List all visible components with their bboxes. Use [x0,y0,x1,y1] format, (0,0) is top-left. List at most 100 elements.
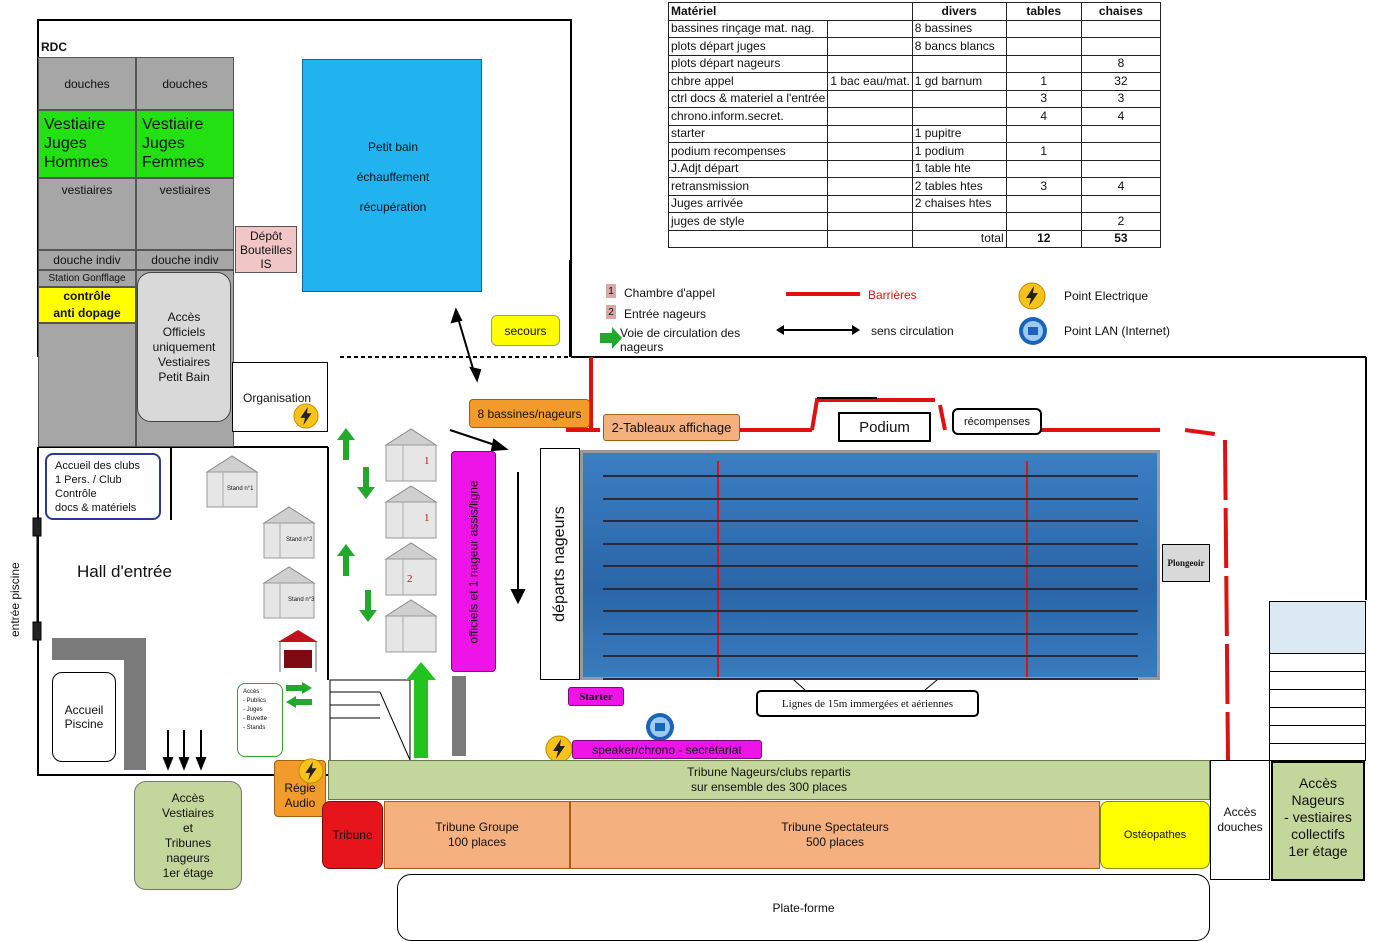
stair-top [1270,602,1365,654]
table-cell: 2 chaises htes [911,194,1007,213]
double-arrow-icon [776,325,860,335]
lan-icon [646,713,674,741]
green-arrows-icon [286,682,312,708]
lane-line [603,610,1138,612]
materiel-table: Matériel divers tables chaises bassines … [667,2,1162,248]
tent-icon [384,428,438,482]
organisation-label: Organisation [243,391,312,405]
vestiaires-right-label: vestiaires [159,183,211,197]
pool-line-left [717,461,719,677]
total-chaises: 53 [1080,229,1162,248]
legend-chambre: Chambre d'appel [624,286,716,300]
legend: 1 Chambre d'appel 2 Entrée nageurs Voie … [600,282,1220,357]
lan-icon [1019,317,1047,345]
green-arrow-down-icon [359,590,377,622]
organisation-room: Organisation [232,362,328,432]
tent-icon [262,566,316,619]
table-cell: juges de style [667,212,829,231]
tent-icon [205,455,259,508]
stair-block [1269,601,1366,761]
green-arrow-up-icon [337,428,355,460]
departs-nageurs: départs nageurs [540,448,580,680]
green-arrow-icon [600,327,622,349]
vestiaires-left: vestiaires [38,178,136,250]
chambre-num-badge: 1 [606,284,616,298]
tent-icon [384,542,438,596]
tribune-red: Tribune [322,801,383,869]
green-arrow-up-icon [337,544,355,576]
legend-point-lan: Point LAN (Internet) [1064,324,1171,338]
table-cell: J.Adjt départ [667,159,829,178]
tribune-groupe: Tribune Groupe 100 places [384,801,570,869]
entree-tent-2 [383,598,439,654]
tent-number: 1 [424,455,430,467]
tribune-spectateurs: Tribune Spectateurs 500 places [570,801,1100,869]
plongeoir: Plongeoir [1162,544,1210,582]
petit-bain: Petit bain échauffement récupération [302,59,482,292]
accueil-piscine: Accueil Piscine [52,672,116,762]
lane-line [603,520,1138,522]
acces-douches: Accès douches [1210,760,1270,880]
entree-piscine-label: entrée piscine [8,562,22,637]
lightning-icon [298,758,324,784]
petit-bain-label-3: récupération [359,200,427,214]
stand-3-label: Stand n°3 [288,597,315,603]
petit-bain-label: Petit bain [367,140,419,154]
secours-box: secours [491,315,560,346]
legend-point-elec: Point Electrique [1064,289,1149,303]
vestiaire-juges-femmes: Vestiaire Juges Femmes [136,110,234,178]
podium: Podium [838,412,931,442]
officiels-bar: officiels et 1 nageur assis/ligne [451,451,496,672]
stand-1: Stand n°1 [203,454,261,509]
red-tent-icon [278,630,318,672]
legend-voie: Voie de circulation des nageurs [620,326,741,354]
station-gonflage: Station Gonfflage [38,270,136,287]
table-cell: 8 bancs blancs [911,37,1007,56]
lane-line [603,475,1138,477]
lane-line [603,655,1138,657]
rdc-label: RDC [41,40,67,54]
tent-icon [262,506,316,559]
total-tables: 12 [1005,229,1082,248]
tribune-nageurs: Tribune Nageurs/clubs repartis sur ensem… [328,760,1210,800]
lane-line [603,632,1138,635]
big-green-arrow-icon [406,662,436,758]
lane-line [603,542,1138,545]
tent-number: 2 [407,573,413,585]
vestiaires-left-label: vestiaires [61,183,113,197]
green-arrow-down-icon [357,467,375,499]
douche-indiv-left: douche indiv [38,250,136,270]
lignes-label: Lignes de 15m immergées et aériennes [756,690,979,717]
lane-line [603,587,1138,590]
stand-2: Stand n°2 [260,505,318,560]
starter: Starter [568,687,624,706]
legend-entree: Entrée nageurs [624,307,707,321]
lightning-icon [1018,282,1046,310]
lightning-icon [545,735,573,763]
depot-bouteilles: Dépôt Bouteilles IS [235,226,297,273]
table-cell [827,229,913,248]
osteopathes: Ostéopathes [1100,801,1210,869]
tent-icon [384,485,438,539]
table-row: bassines rinçage mat. nag.8 bassines [667,19,1162,38]
chambre-tent-1: 1 [383,427,439,483]
vestiaires-right: vestiaires [136,178,234,250]
controle-antidopage: contrôle anti dopage [38,287,136,323]
total-label: total [911,229,1007,248]
table-cell: 8 bassines [911,19,1007,38]
recompenses: récompenses [952,408,1042,435]
table-cell: 1 gd barnum [911,72,1007,91]
petit-bain-label-2: échauffement [356,170,430,184]
chambre-tent-2: 1 [383,484,439,540]
table-cell: 2 tables htes [911,177,1007,196]
plate-forme: Plate-forme [397,874,1210,941]
douche-indiv-right: douche indiv [136,250,234,270]
officiels-label: officiels et 1 nageur assis/ligne [466,479,481,644]
